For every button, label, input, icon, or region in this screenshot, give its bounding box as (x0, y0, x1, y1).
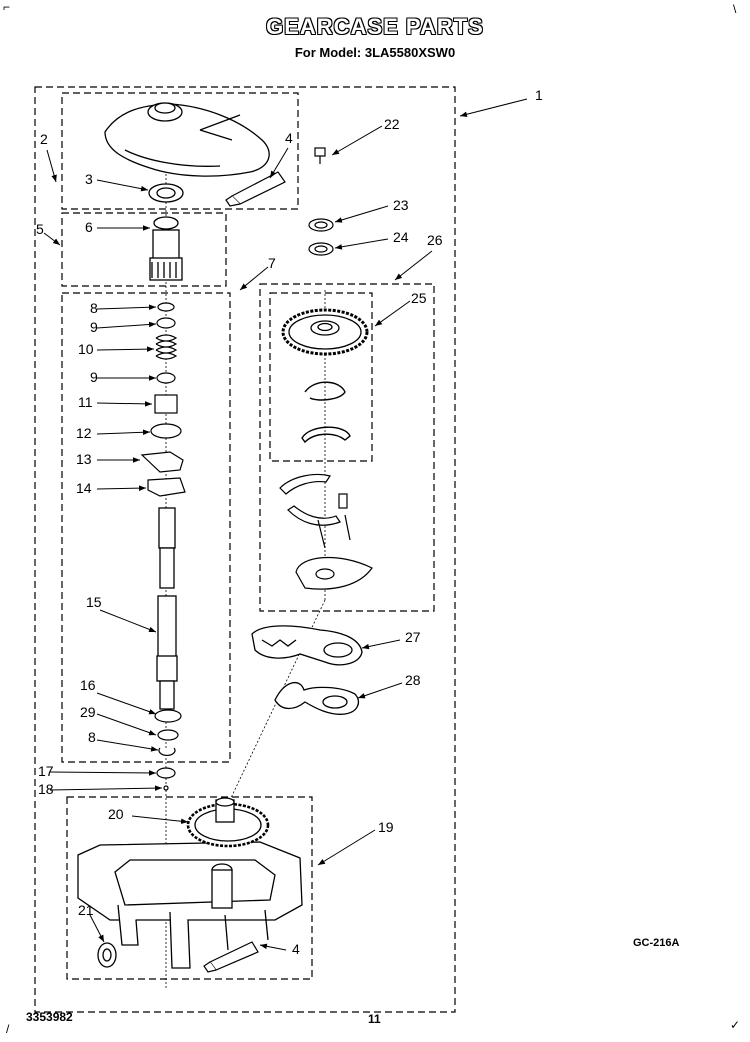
callout-4-top: 4 (285, 130, 293, 146)
lever-assembly (279, 473, 373, 590)
gear-box-5 (61, 212, 227, 287)
callout-7: 7 (268, 255, 276, 271)
callout-25: 25 (411, 290, 427, 306)
doc-number: 3353982 (26, 1010, 73, 1024)
figure-code: GC-216A (633, 937, 680, 949)
callout-20: 20 (108, 806, 124, 822)
bearing-part-17 (156, 767, 176, 779)
ring-part-8-top (157, 302, 175, 312)
callout-23: 23 (393, 197, 409, 213)
callout-13: 13 (76, 451, 92, 467)
callout-10: 10 (78, 341, 94, 357)
spring-part-10 (155, 334, 178, 360)
grease-tube-part-4-bottom (203, 941, 259, 973)
callout-5: 5 (36, 221, 44, 237)
pinion-box-26 (259, 283, 435, 612)
grease-tube-part-4 (225, 171, 286, 207)
callout-9-top: 9 (90, 319, 98, 335)
page-number: 11 (368, 1012, 381, 1026)
corner-mark-top-left: ⌐ (3, 0, 11, 14)
callout-6: 6 (85, 219, 93, 235)
callout-8-bottom: 8 (88, 729, 96, 745)
shaft-box-7 (61, 292, 231, 763)
callout-8-top: 8 (90, 300, 98, 316)
shaft-small-parts (140, 302, 186, 497)
gear-part-6 (149, 216, 183, 281)
callout-27: 27 (405, 629, 421, 645)
screw-part-22 (314, 147, 326, 164)
cam-plate-part-28 (274, 681, 359, 715)
callout-11: 11 (78, 394, 93, 410)
gearcase-cover (104, 102, 270, 177)
corner-mark-bottom-left: / (6, 1022, 10, 1036)
assembly-box-1 (34, 86, 456, 1013)
callout-9-bottom: 9 (90, 369, 98, 385)
callout-14: 14 (76, 480, 92, 496)
ball-part-18 (163, 785, 169, 791)
callout-22: 22 (384, 116, 400, 132)
agitator-shaft-part-15 (156, 507, 178, 710)
washer-part-16 (154, 709, 182, 723)
callout-2: 2 (40, 131, 48, 147)
callout-19: 19 (378, 819, 394, 835)
washer-part-9-top (156, 317, 176, 329)
split-rings (301, 381, 351, 444)
callout-21: 21 (78, 902, 94, 918)
ring-part-12 (150, 423, 182, 439)
cam-part-13 (140, 451, 184, 473)
page-title: GEARCASE PARTS (266, 14, 484, 39)
callout-3: 3 (85, 171, 93, 187)
model-subtitle: For Model: 3LA5580XSW0 (294, 45, 456, 60)
callout-4-bottom: 4 (292, 941, 300, 957)
drive-gear-part-20 (186, 797, 270, 848)
callout-29: 29 (80, 704, 96, 720)
cam-plate-part-27 (251, 625, 363, 666)
gearcase-base-part-19 (77, 841, 303, 969)
corner-mark-top-right: \ (733, 2, 737, 16)
gear-box-25 (269, 292, 373, 462)
callout-12: 12 (76, 425, 92, 441)
pinion-gear-part-25 (281, 308, 369, 356)
washers-23-24 (308, 218, 334, 256)
leader-lines (43, 98, 528, 951)
shaft-lower-parts (154, 709, 182, 791)
callout-28: 28 (405, 672, 421, 688)
callout-16: 16 (80, 677, 96, 693)
clutch-part-11 (154, 394, 178, 414)
seal-part-21 (97, 942, 117, 968)
washer-part-9-bottom (156, 372, 176, 384)
ring-part-8-bottom (158, 747, 176, 756)
seal-part-3 (148, 183, 184, 203)
washer-part-29 (157, 729, 179, 741)
callout-17: 17 (38, 763, 54, 779)
cam-part-14 (147, 477, 186, 497)
callout-1: 1 (535, 87, 543, 103)
corner-mark-bottom-right: ✓ (730, 1018, 741, 1032)
callout-18: 18 (38, 781, 54, 797)
callout-24: 24 (393, 229, 409, 245)
base-box-19 (66, 796, 313, 980)
callout-26: 26 (427, 232, 443, 248)
callout-15: 15 (86, 594, 102, 610)
